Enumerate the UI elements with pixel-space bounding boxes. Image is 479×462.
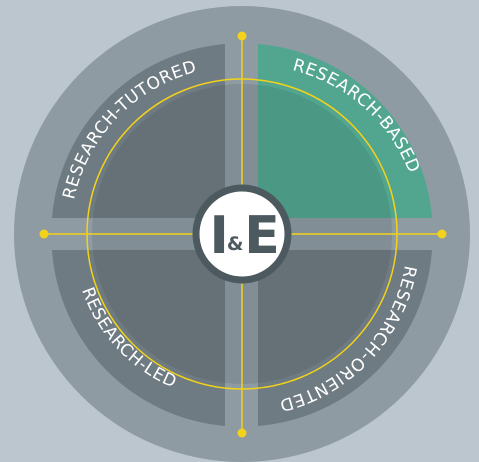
axis-endpoint-right [437, 229, 447, 239]
logo-letter-e: E [244, 206, 280, 266]
axis-endpoint-bottom [237, 428, 247, 438]
logo-letter-i: I [210, 206, 229, 266]
quadrant-research-tutored [52, 44, 225, 218]
quadrant-research-led [52, 250, 225, 426]
axis-endpoint-left [39, 229, 49, 239]
axis-endpoint-top [237, 31, 247, 41]
logo-ampersand: & [227, 233, 244, 255]
quadrant-research-based [258, 44, 432, 218]
center-logo-disc [192, 184, 292, 284]
center-logo: I & E [192, 184, 292, 284]
svg-text:I & E: I & E [210, 206, 280, 266]
quadrant-research-oriented [258, 250, 432, 426]
